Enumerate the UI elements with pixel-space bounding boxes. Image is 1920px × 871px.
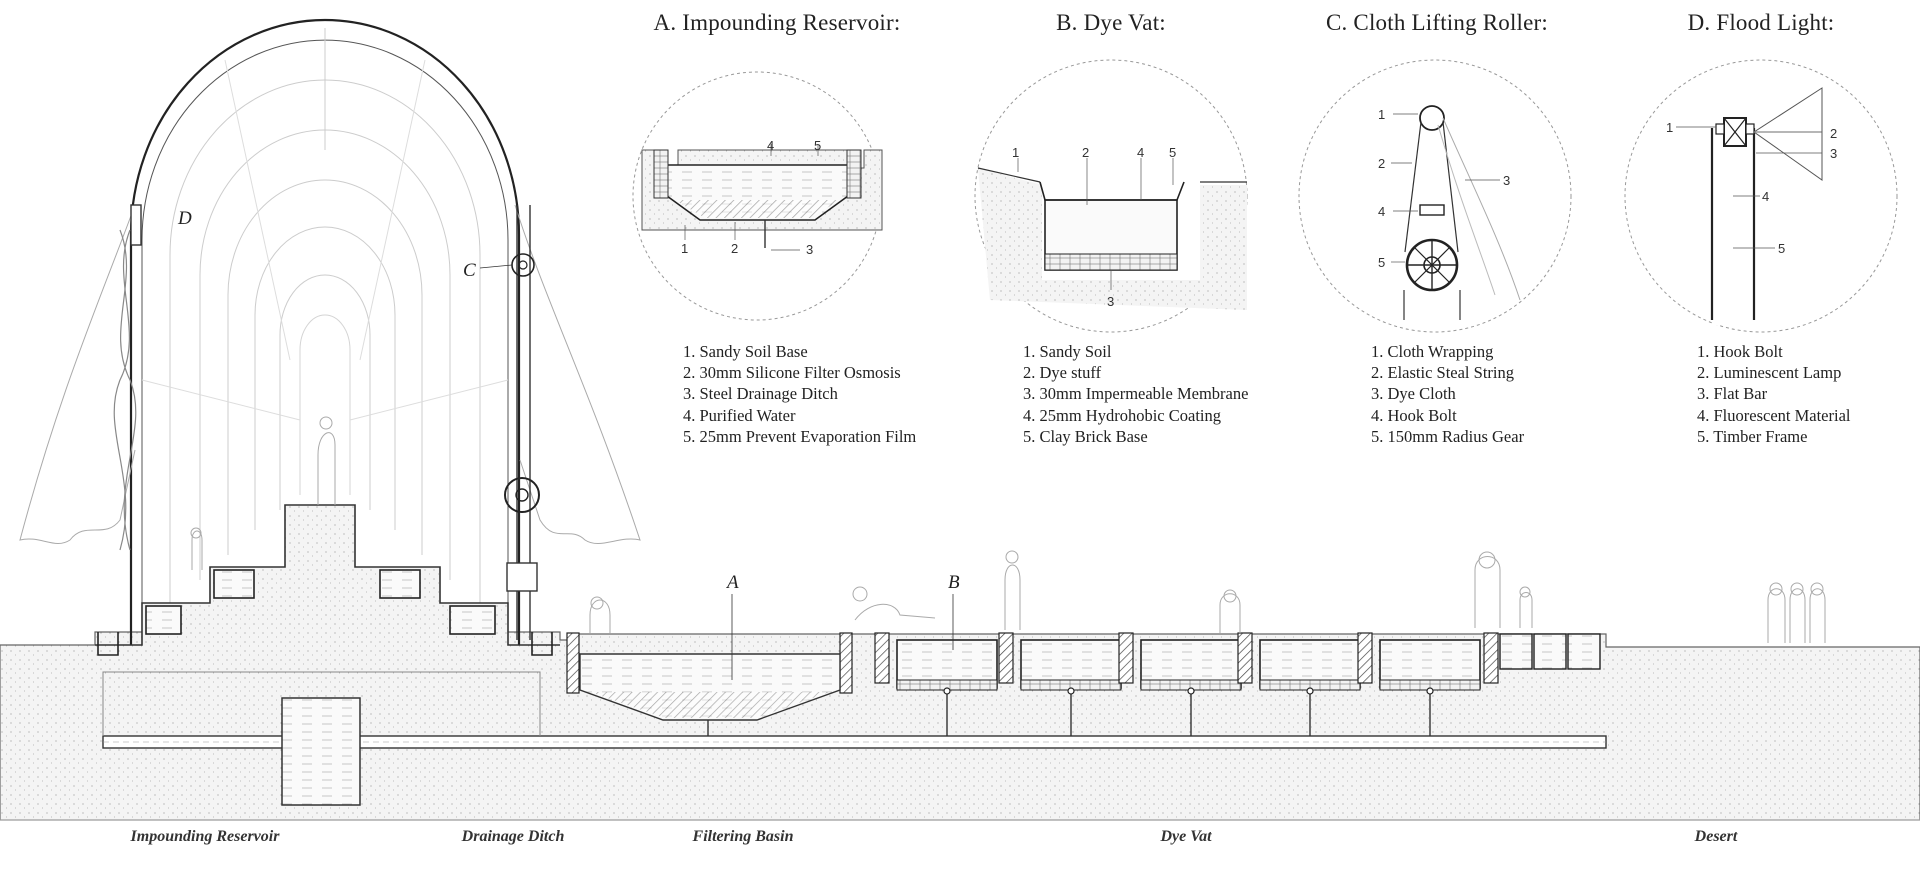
callout-c-3: 3 [1503,173,1510,188]
callout-a-1: 1 [681,241,688,256]
marker-a: A [725,572,739,593]
detail-title-a: A. Impounding Reservoir: [653,10,901,35]
legend-a: 1. Sandy Soil Base 2. 30mm Silicone Filt… [683,341,916,447]
callout-b-4: 4 [1137,145,1144,160]
marker-b: B [948,572,960,593]
detail-title-c: C. Cloth Lifting Roller: [1325,10,1549,35]
vat-drain-valve [1306,687,1314,695]
detail-circle-d: 1 2 3 4 5 [1624,59,1898,333]
legend-d-item: 1. Hook Bolt [1697,342,1783,361]
legend-c-item: 3. Dye Cloth [1371,384,1456,404]
callout-a-5: 5 [814,138,821,153]
small-vat [1567,633,1601,670]
detail-circle-b: 1 2 3 4 5 [974,59,1248,333]
detail-circle-c: 1 2 3 4 5 [1298,59,1572,333]
vat-wall [1357,632,1373,684]
legend-b-item: 1. Sandy Soil [1023,342,1112,361]
legend-d-item: 2. Luminescent Lamp [1697,363,1842,383]
tunnel-arch [19,18,641,645]
marker-c: C [463,260,476,281]
callout-c-5: 5 [1378,255,1385,270]
legend-a-item: 5. 25mm Prevent Evaporation Film [683,426,917,446]
callout-a-2: 2 [731,241,738,256]
legend-a-item: 1. Sandy Soil Base [683,342,808,361]
legend-a-item: 4. Purified Water [683,405,796,425]
legend-c-item: 2. Elastic Steal String [1371,363,1514,383]
detail-title-b: B. Dye Vat: [1056,10,1166,35]
filtering-basin [566,632,853,736]
figures [190,416,1826,643]
vat-wall [998,632,1014,684]
label-desert: Desert [1694,828,1738,845]
callout-b-5: 5 [1169,145,1176,160]
legend-b-item: 5. Clay Brick Base [1023,426,1148,446]
callout-b-3: 3 [1107,294,1114,309]
label-dye-vat: Dye Vat [1160,828,1212,845]
callout-d-5: 5 [1778,241,1785,256]
legend-b-item: 4. 25mm Hydrohobic Coating [1023,405,1221,425]
small-vat [1499,633,1533,670]
detail-title-d: D. Flood Light: [1687,10,1835,35]
legend-d-item: 5. Timber Frame [1697,426,1808,446]
vat-wall [1483,632,1499,684]
dye-vat-row [874,632,1601,736]
label-impounding-reservoir: Impounding Reservoir [130,828,280,845]
callout-c-4: 4 [1378,204,1385,219]
detail-circle-a: 1 2 3 4 5 [632,71,883,321]
vat-drain-valve [1067,687,1075,695]
legend-a-item: 2. 30mm Silicone Filter Osmosis [683,363,901,383]
callout-c-1: 1 [1378,107,1385,122]
legend-b-item: 3. 30mm Impermeable Membrane [1023,384,1249,404]
callout-a-4: 4 [767,138,774,153]
small-vat [1533,633,1567,670]
callout-d-4: 4 [1762,189,1769,204]
callout-d-3: 3 [1830,146,1837,161]
section-markers: D C A B [177,208,960,680]
vat-wall [1237,632,1253,684]
legend-d: 1. Hook Bolt 2. Luminescent Lamp 3. Flat… [1697,341,1851,447]
stepped-terraces [95,504,560,656]
callout-b-1: 1 [1012,145,1019,160]
callout-d-2: 2 [1830,126,1837,141]
legend-c-item: 5. 150mm Radius Gear [1371,426,1525,446]
legend-c-item: 4. Hook Bolt [1371,405,1457,425]
legend-d-item: 4. Fluorescent Material [1697,405,1851,425]
legend-c-item: 1. Cloth Wrapping [1371,342,1494,361]
legend-b: 1. Sandy Soil 2. Dye stuff 3. 30mm Imper… [1023,341,1248,447]
label-filtering-basin: Filtering Basin [692,828,794,845]
legend-a-item: 3. Steel Drainage Ditch [683,384,838,404]
legend-c: 1. Cloth Wrapping 2. Elastic Steal Strin… [1371,341,1524,447]
legend-d-item: 3. Flat Bar [1697,384,1768,404]
vat-drain-valve [1426,687,1434,695]
callout-a-3: 3 [806,242,813,257]
callout-b-2: 2 [1082,145,1089,160]
callout-c-2: 2 [1378,156,1385,171]
vat-drain-valve [1187,687,1195,695]
vat-drain-valve [943,687,951,695]
legend-b-item: 2. Dye stuff [1023,363,1102,383]
vat-wall [874,632,890,684]
marker-d: D [177,208,192,229]
callout-d-1: 1 [1666,120,1673,135]
label-drainage-ditch: Drainage Ditch [461,828,565,845]
vat-wall [1118,632,1134,684]
